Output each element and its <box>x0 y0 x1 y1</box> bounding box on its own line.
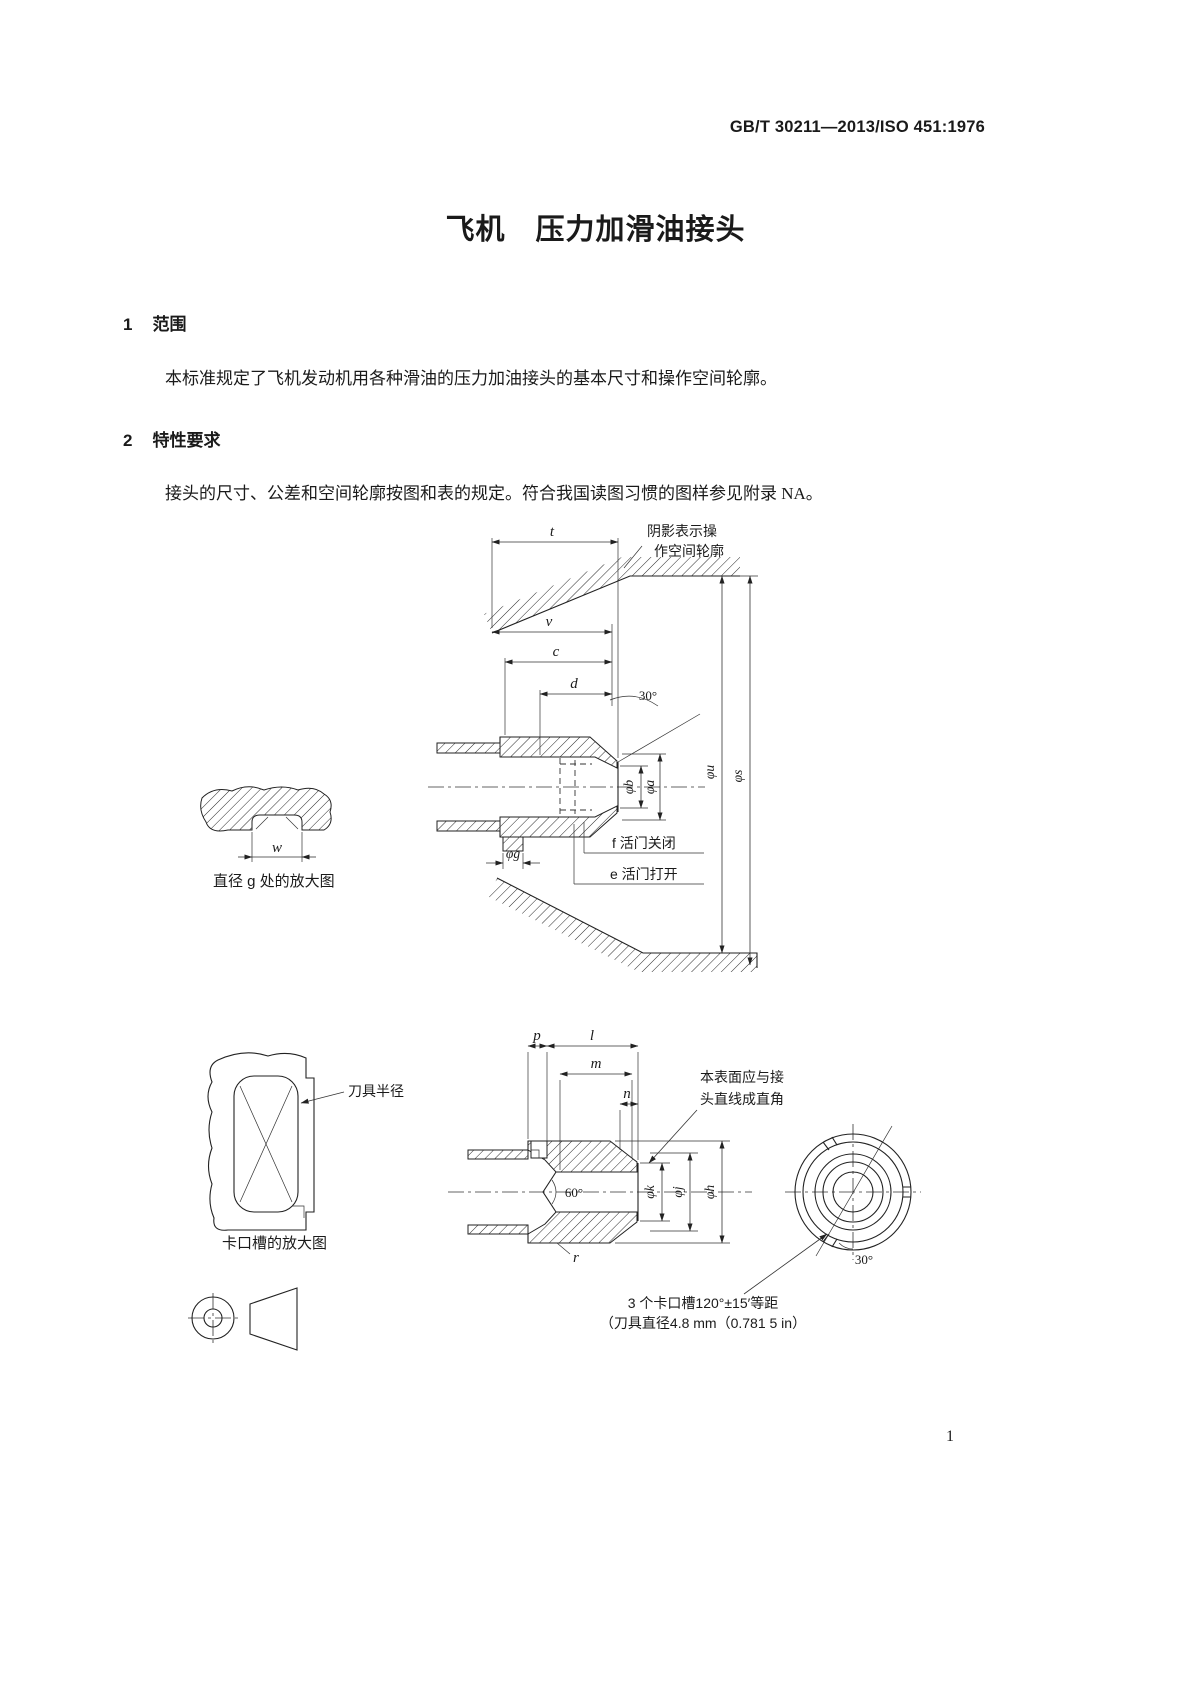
dim-label-l: l <box>590 1028 594 1044</box>
dim-label-r: r <box>573 1250 579 1266</box>
angle-60-label: 60° <box>565 1185 583 1200</box>
section-1-heading: 1 范围 <box>123 310 186 335</box>
section-2-heading: 2 特性要求 <box>123 426 220 451</box>
slot-note-line1: 3 个卡口槽120°±15′等距 <box>628 1295 779 1311</box>
dim-label-phi-h: φh <box>702 1185 717 1199</box>
top-figure: t v c d 30° φb φa φu φs <box>428 523 758 972</box>
phi-g-stub <box>502 836 524 852</box>
bayonet-slot-figure: 刀具半径 卡口槽的放大图 <box>207 1052 404 1252</box>
bayonet-section-figure: 60° p l m n φk <box>448 1028 784 1266</box>
dim-label-w: w <box>272 840 282 856</box>
enlarged-g-figure: w 直径 g 处的放大图 <box>200 786 335 890</box>
section-2-title: 特性要求 <box>152 431 221 450</box>
cutter-end-view <box>191 1296 235 1340</box>
enlarged-g-caption: 直径 g 处的放大图 <box>213 873 335 890</box>
dim-label-d: d <box>570 676 578 692</box>
shade-note-line2: 作空间轮廓 <box>654 543 724 559</box>
bayonet-outline <box>207 1052 315 1231</box>
dim-label-phi-j: φj <box>670 1186 685 1197</box>
section-1-number: 1 <box>123 315 133 334</box>
valve-open-label: e 活门打开 <box>610 866 678 882</box>
surface-note-line2: 头直线成直角 <box>700 1091 784 1107</box>
tool-radius-label: 刀具半径 <box>348 1083 404 1099</box>
dim-label-m: m <box>591 1056 602 1072</box>
slot-note-line2: （刀具直径4.8 mm（0.781 5 in） <box>600 1315 806 1331</box>
section-2-number: 2 <box>123 431 133 450</box>
dim-label-phi-k: φk <box>642 1184 657 1198</box>
dim-label-phi-a: φa <box>642 780 657 794</box>
page-number: 1 <box>946 1428 954 1445</box>
surface-note-line1: 本表面应与接 <box>700 1069 784 1085</box>
enlarged-g-section <box>200 786 332 832</box>
pipe-wall-bottom <box>436 820 501 832</box>
pipe2-wall-top <box>467 1149 529 1160</box>
bayonet-slot <box>233 1075 299 1213</box>
dim-label-phi-s: φs <box>730 770 745 783</box>
section-1-body: 本标准规定了飞机发动机用各种滑油的压力加油接头的基本尺寸和操作空间轮廓。 <box>165 369 777 388</box>
angle-30-bottom-label: 30° <box>855 1252 873 1267</box>
dim-label-v: v <box>546 614 553 630</box>
bayonet-caption: 卡口槽的放大图 <box>222 1235 327 1252</box>
pipe-wall-top <box>436 742 501 754</box>
page-title: 飞机 压力加滑油接头 <box>445 214 746 246</box>
end-view-outer-circle <box>794 1133 912 1251</box>
end-view-figure: 30° <box>743 1124 921 1295</box>
wall-hatch-bottom <box>489 878 757 972</box>
body-wall-bottom <box>499 805 618 838</box>
cutter-side-view <box>249 1287 298 1351</box>
dim-label-phi-g: φg <box>506 846 520 861</box>
body2-wall-bottom <box>527 1211 638 1244</box>
dim-label-p: p <box>532 1028 541 1044</box>
dim-label-n: n <box>623 1086 631 1102</box>
angle-30-top-label: 30° <box>639 688 657 703</box>
standard-code: GB/T 30211—2013/ISO 451:1976 <box>729 118 985 136</box>
section-1-title: 范围 <box>152 315 187 334</box>
cutter-figure <box>188 1287 298 1351</box>
shade-note-line1: 阴影表示操 <box>647 523 717 539</box>
dim-label-t: t <box>550 524 555 540</box>
pipe2-wall-bottom <box>467 1224 529 1235</box>
dim-label-phi-b: φb <box>621 780 636 794</box>
body-wall-top <box>499 736 618 769</box>
dim-label-c: c <box>553 644 560 660</box>
valve-closed-label: f 活门关闭 <box>612 835 676 851</box>
slot-note: 3 个卡口槽120°±15′等距 （刀具直径4.8 mm（0.781 5 in） <box>600 1295 806 1331</box>
section-2-body: 接头的尺寸、公差和空间轮廓按图和表的规定。符合我国读图习惯的图样参见附录 NA。 <box>165 484 823 503</box>
dim-label-phi-u: φu <box>702 765 717 779</box>
wall-hatch-top <box>484 557 740 633</box>
